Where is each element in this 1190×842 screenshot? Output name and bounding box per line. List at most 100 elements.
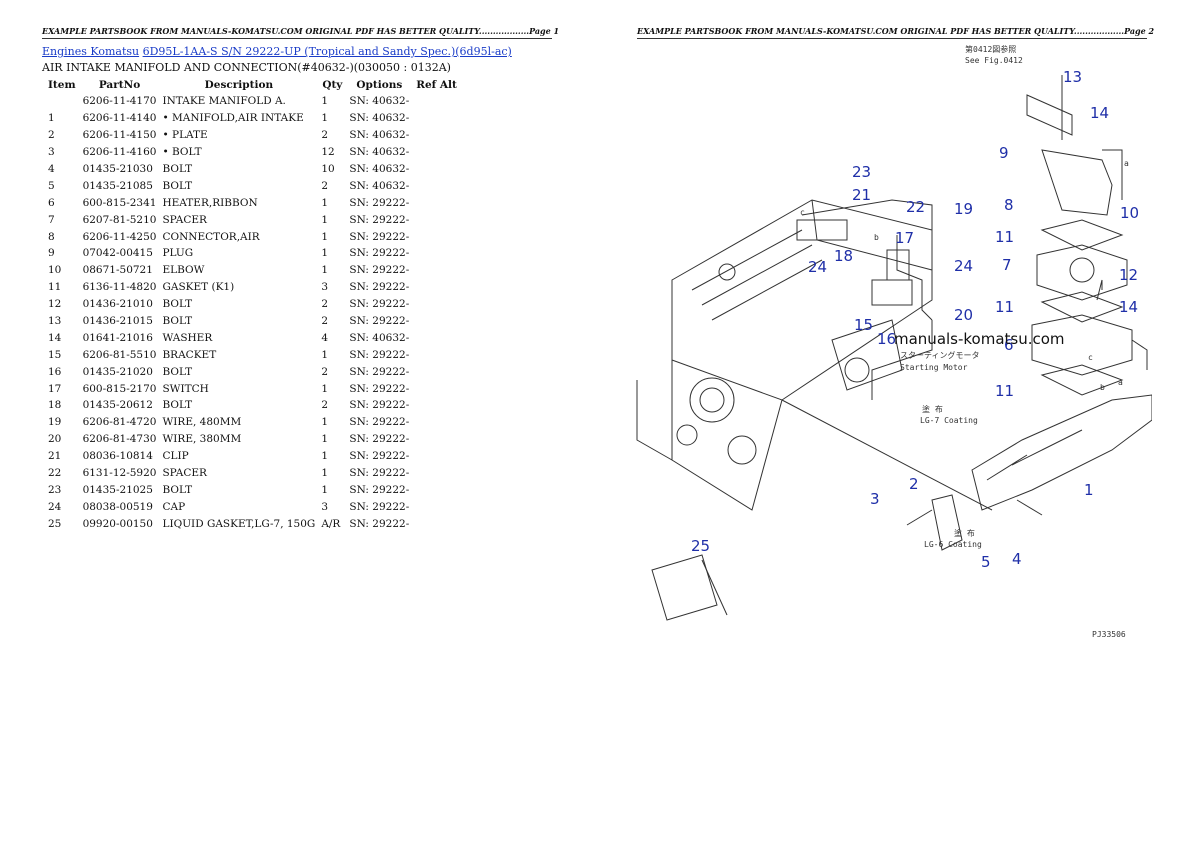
cell-item: 1 [48, 112, 55, 125]
cell-partno: 01435-21025 [82, 483, 153, 496]
breadcrumb: Engines Komatsu 6D95L-1AA-S S/N 29222-UP… [42, 45, 512, 58]
cell-item: 18 [48, 399, 62, 412]
cell-partno: 08671-50721 [82, 264, 153, 277]
cell-qty: 1 [321, 483, 328, 496]
cell-description: GASKET (K1) [162, 281, 235, 294]
starting-motor-en: Starting Motor [900, 363, 968, 372]
cell-options: SN: 40632- [349, 163, 410, 175]
cell-description: BOLT [162, 399, 193, 412]
cell-qty: 1 [321, 467, 328, 480]
callout-19: 19 [954, 200, 973, 218]
cell-description: WIRE, 380MM [162, 433, 242, 446]
cell-description: BRACKET [162, 348, 217, 361]
callout-6: 6 [1004, 336, 1014, 354]
callout-10: 10 [1120, 204, 1139, 222]
cell-description: BOLT [162, 315, 193, 328]
callout-5: 5 [981, 553, 991, 571]
cell-qty: 2 [321, 399, 328, 412]
page-title: AIR INTAKE MANIFOLD AND CONNECTION(#4063… [42, 61, 451, 74]
callout-11c: 11 [995, 382, 1014, 400]
callout-9: 9 [999, 144, 1009, 162]
cell-partno: 01435-21085 [82, 179, 153, 192]
fig-ref-en: See Fig.0412 [965, 56, 1023, 65]
cell-qty: 1 [321, 264, 328, 277]
cell-qty: 1 [321, 112, 328, 125]
cell-item: 5 [48, 179, 55, 192]
starting-motor-jp: スターティングモータ [900, 350, 980, 360]
cell-partno: 01435-21030 [82, 163, 153, 175]
cell-qty: 10 [321, 163, 335, 175]
cell-description: WIRE, 480MM [162, 416, 242, 429]
cell-options: SN: 29222- [349, 433, 410, 446]
cell-description: SPACER [162, 467, 207, 480]
cell-ref-alt [412, 329, 461, 346]
cell-description: CONNECTOR,AIR [162, 230, 260, 243]
col-options: Options [356, 78, 403, 91]
watermark: manuals-komatsu.com [894, 330, 1065, 348]
cell-options: SN: 29222- [349, 382, 410, 395]
cell-qty: 1 [321, 450, 328, 463]
cell-qty: 3 [321, 500, 328, 513]
cell-partno: 01641-21016 [82, 331, 153, 344]
parts-table: Item PartNo Description Qty Options Ref … [42, 76, 461, 532]
cell-qty: 2 [321, 298, 328, 311]
cell-description: BOLT [162, 483, 193, 496]
cell-item: 22 [48, 467, 62, 480]
callout-25: 25 [691, 537, 710, 555]
cell-description: • BOLT [162, 146, 202, 159]
cell-ref-alt [412, 228, 461, 245]
cell-options: SN: 29222- [349, 416, 410, 429]
breadcrumb-link-engines[interactable]: Engines Komatsu [42, 45, 140, 58]
cell-options: SN: 29222- [349, 483, 410, 496]
cell-item: 15 [48, 348, 62, 361]
cell-ref-alt [412, 110, 461, 127]
col-partno: PartNo [98, 78, 141, 91]
callout-3: 3 [870, 490, 880, 508]
cell-description: WASHER [162, 331, 213, 344]
cell-item: 8 [48, 230, 55, 243]
cell-description: CLIP [162, 450, 189, 463]
callout-18: 18 [834, 247, 853, 265]
cell-options: SN: 29222- [349, 264, 410, 277]
table-header-row: Item PartNo Description Qty Options Ref … [42, 76, 461, 93]
callout-11b: 11 [995, 298, 1014, 316]
drawing-code: PJ33506 [1092, 630, 1126, 639]
cell-qty: 12 [321, 146, 335, 159]
cell-ref-alt [412, 414, 461, 431]
cell-description: LIQUID GASKET,LG-7, 150G [162, 517, 316, 530]
callout-7: 7 [1002, 256, 1012, 274]
cell-description: BOLT [162, 163, 193, 175]
fig-ref-jp: 第0412図参照 [965, 44, 1016, 54]
callout-4: 4 [1012, 550, 1022, 568]
cell-ref-alt [412, 245, 461, 262]
manifold-drawing [971, 75, 1152, 511]
cell-partno: 6206-11-4150 [82, 129, 157, 142]
letter-b-2: b [1100, 383, 1105, 392]
cell-item: 11 [48, 281, 62, 294]
col-qty: Qty [322, 78, 343, 91]
cell-options: SN: 29222- [349, 230, 410, 243]
cell-options: SN: 29222- [349, 467, 410, 480]
cell-partno: 6206-81-4720 [82, 416, 157, 429]
cell-partno: 09920-00150 [82, 517, 153, 530]
cell-options: SN: 40632- [349, 112, 410, 125]
cell-ref-alt [412, 177, 461, 194]
cell-description: BOLT [162, 179, 193, 192]
cell-ref-alt [412, 161, 461, 178]
breadcrumb-link-model[interactable]: 6D95L-1AA-S S/N 29222-UP (Tropical and S… [142, 45, 512, 58]
cell-partno: 600-815-2170 [82, 382, 157, 395]
cell-partno: 6207-81-5210 [82, 213, 157, 226]
col-item: Item [48, 78, 76, 91]
page1-header: EXAMPLE PARTSBOOK FROM MANUALS-KOMATSU.C… [42, 26, 559, 39]
cell-description: CAP [162, 500, 186, 513]
cell-partno: 6136-11-4820 [82, 281, 157, 294]
